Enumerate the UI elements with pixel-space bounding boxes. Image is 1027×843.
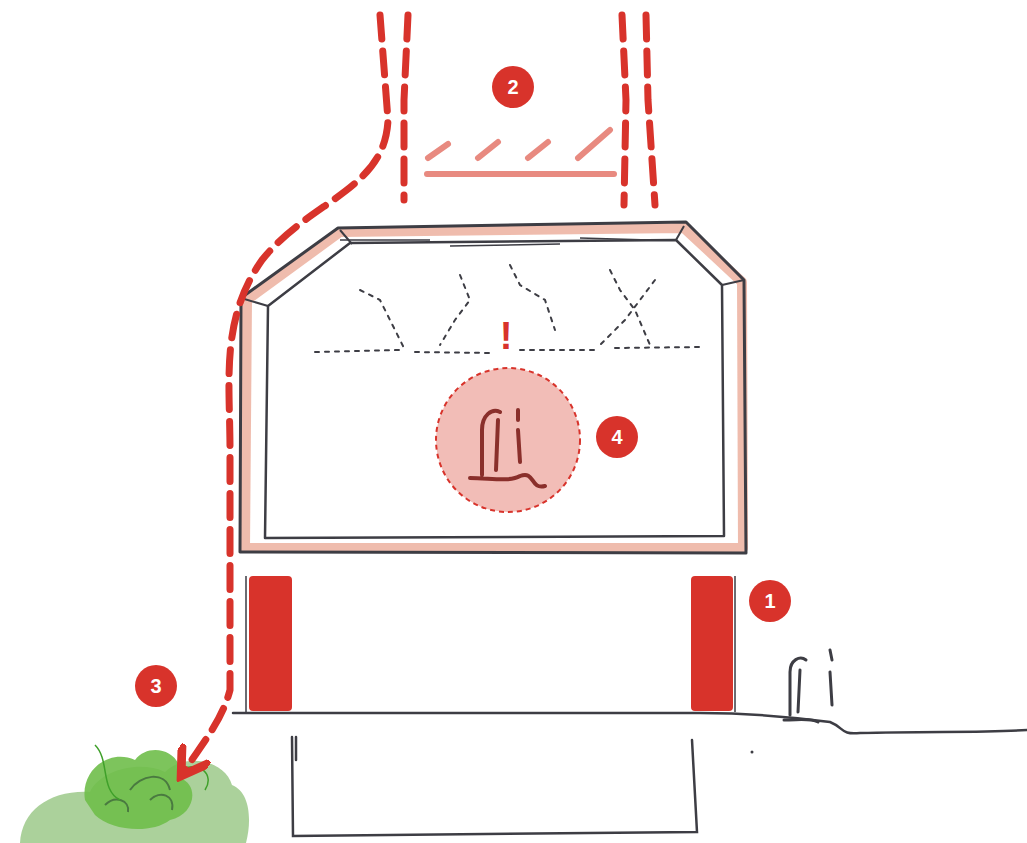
highlight-circle [436,368,580,512]
person-highlight [436,368,580,512]
crack [510,265,555,330]
corner-line [241,226,744,306]
roof-line [340,238,650,246]
raised-volume [240,222,746,553]
callout-number: 1 [749,580,791,622]
inner-outline [265,240,724,538]
flow-line [622,15,626,205]
basement-edge [295,737,298,760]
person-outside [784,650,832,722]
callout-number: 4 [596,416,638,458]
hatch-base [427,171,614,177]
dot [751,751,754,754]
pillar-edge [246,576,735,712]
hatch-element [427,130,614,174]
crack [440,275,470,345]
callout-number: 2 [492,66,534,108]
bush-detail [105,777,172,812]
person-figure [784,650,832,722]
warning-mark: ! [486,316,526,356]
crack [610,270,650,345]
pillars [246,576,735,712]
pillar [249,576,292,711]
crack [360,290,405,350]
insulation-band [245,228,743,548]
callout-number: 3 [135,665,177,707]
flow-line [404,15,408,200]
crack [600,280,655,345]
flow-line [646,15,655,205]
basement-outline [292,737,697,836]
flow-arrow [185,15,388,770]
ground [233,713,1027,836]
bush-stem [95,745,208,800]
bush [20,745,249,843]
pillar [691,576,733,711]
hatch-stroke [428,130,610,158]
bush-leaf [84,750,192,829]
flow-lines [185,15,655,770]
person-figure [518,410,520,462]
ground-line [233,713,1027,734]
person-figure [470,411,545,487]
outer-outline [240,222,746,553]
